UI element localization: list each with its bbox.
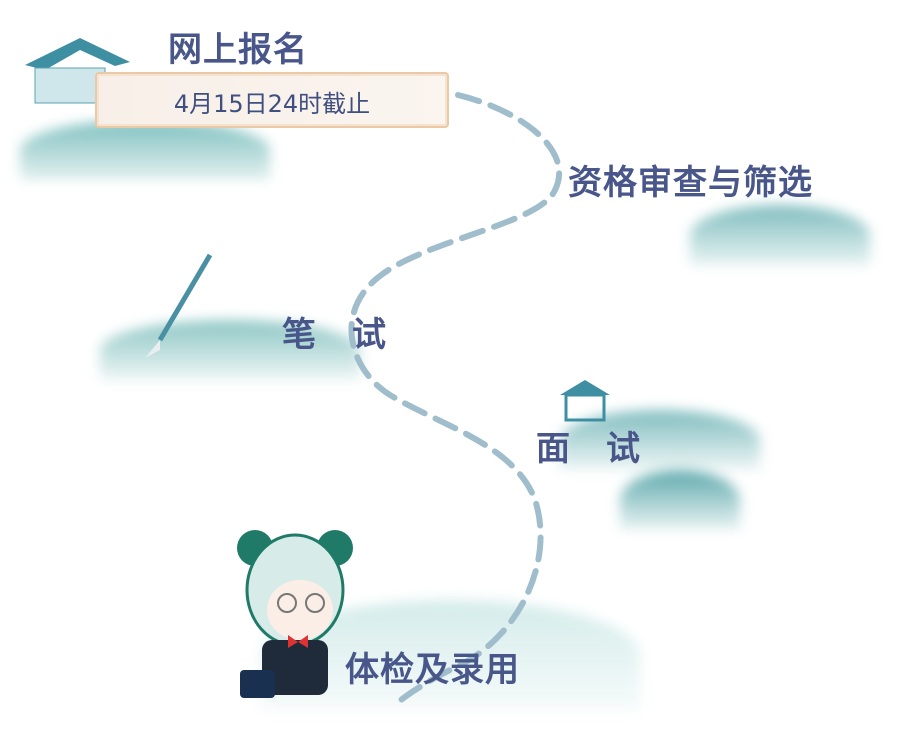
pavilion-icon xyxy=(560,380,610,422)
deadline-text: 4月15日24时截止 xyxy=(173,90,371,118)
step-online-registration: 网上报名 xyxy=(168,30,308,70)
step-interview: 面 试 xyxy=(536,429,641,469)
step-written-exam: 笔 试 xyxy=(282,315,387,355)
step-medical-and-hiring: 体检及录用 xyxy=(345,650,520,690)
mountain-2 xyxy=(690,205,870,265)
deadline-badge: 4月15日24时截止 xyxy=(95,72,449,128)
mountain-1 xyxy=(20,120,270,180)
mountain-5 xyxy=(620,470,740,530)
brush-icon xyxy=(145,253,213,358)
step-qualification-review: 资格审查与筛选 xyxy=(568,163,813,203)
mascot-icon xyxy=(237,530,353,698)
mountain-3 xyxy=(100,320,360,380)
